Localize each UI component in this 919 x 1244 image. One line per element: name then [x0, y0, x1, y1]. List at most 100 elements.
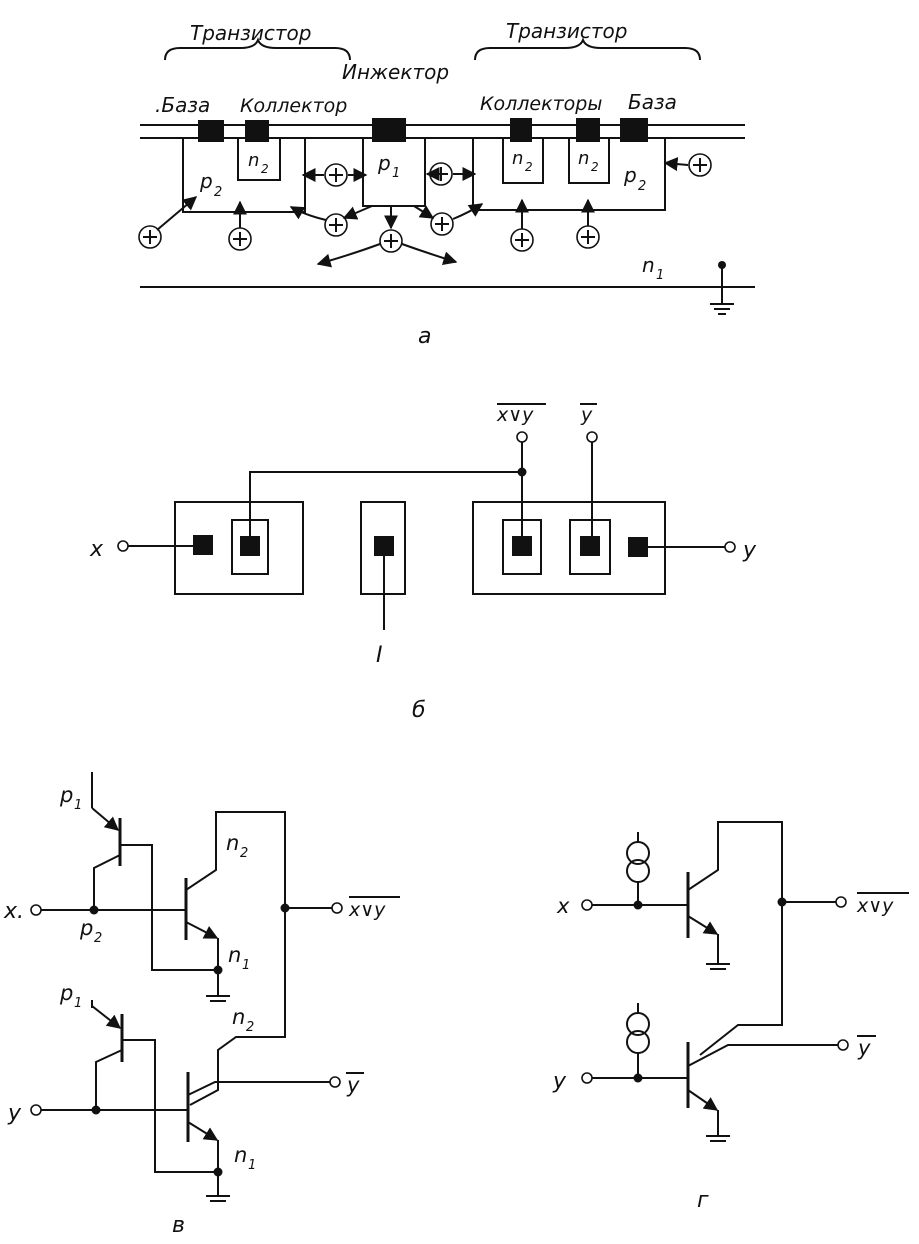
contact-left-collector [240, 536, 260, 556]
contact-right-collector-2 [580, 536, 600, 556]
svg-text:n: n [512, 148, 523, 169]
hole-symbol [577, 226, 599, 248]
terminal-y-bar [587, 432, 597, 442]
svg-text:2: 2 [591, 160, 599, 174]
junction-g-x [634, 901, 643, 910]
svg-text:n: n [578, 148, 589, 169]
panel-b-topology: x y I x∨y y б [89, 404, 757, 723]
contact-base-right [620, 118, 648, 142]
label-v-x: x. [3, 899, 24, 924]
emitter-pnp-upper [92, 808, 118, 830]
svg-text:n: n [234, 1143, 247, 1167]
terminal-v-x [31, 905, 41, 915]
emitter-g-lower [688, 1090, 717, 1110]
junction-nor [518, 468, 527, 477]
label-g-x: x [556, 894, 570, 918]
terminal-v-ybar [330, 1077, 340, 1087]
svg-text:p: p [59, 783, 73, 807]
contact-base-left [198, 120, 224, 142]
label-b-y: y [742, 538, 757, 563]
wire-g-ybar [688, 1045, 838, 1066]
wire-v-ybar [188, 1082, 330, 1095]
label-collector-left: Коллектор [240, 95, 347, 117]
svg-text:n: n [248, 150, 259, 171]
terminal-g-y [582, 1073, 592, 1083]
svg-text:1: 1 [242, 958, 250, 973]
svg-text:p: p [79, 916, 93, 940]
caption-b: б [412, 698, 426, 723]
label-base-right: База [628, 90, 677, 114]
svg-text:2: 2 [261, 162, 269, 176]
svg-text:p: p [623, 163, 637, 187]
hole-symbol [511, 229, 533, 251]
caption-v: в [172, 1213, 185, 1238]
terminal-v-nor [332, 903, 342, 913]
label-v-nor: x∨y [348, 899, 386, 921]
label-v-n2-lower: n2 [232, 1005, 254, 1035]
label-n2-right-2: n 2 [578, 148, 599, 174]
svg-text:p: p [199, 169, 213, 193]
junction-v-ground-upper [214, 966, 223, 975]
label-g-y: y [552, 1069, 567, 1094]
hole-symbol [430, 163, 452, 185]
wire-wired-or [250, 472, 522, 536]
label-g-ybar: y [857, 1036, 871, 1060]
label-b-ybar: y [580, 404, 593, 426]
emitter-npn-upper [186, 922, 217, 938]
caption-a: а [418, 324, 431, 349]
wire-pnp-lower-base [122, 1040, 218, 1172]
wire-pnp-upper-base [120, 845, 218, 970]
junction-v-x [90, 906, 99, 915]
label-n1: n 1 [642, 253, 664, 283]
svg-text:1: 1 [248, 1158, 256, 1173]
label-transistor-right: Транзистор [506, 19, 627, 43]
svg-text:2: 2 [246, 1020, 254, 1035]
label-v-p2: p2 [79, 916, 102, 946]
panel-a-cross-section: Транзистор Транзистор Инжектор .База Кол… [139, 19, 755, 349]
svg-text:2: 2 [94, 931, 102, 946]
junction-g-y [634, 1074, 643, 1083]
hole-symbol [431, 213, 453, 235]
svg-text:2: 2 [638, 179, 646, 194]
panel-g-circuit: x y x∨y y г [552, 822, 909, 1213]
label-b-nor: x∨y [496, 404, 534, 426]
contact-x-base [193, 535, 213, 555]
bracket-right [475, 40, 700, 60]
emitter-npn-lower [188, 1122, 217, 1140]
svg-text:1: 1 [392, 166, 400, 181]
wire-pnp-lower-collector [96, 1050, 122, 1110]
label-p1: p 1 [377, 151, 400, 181]
label-v-y: y [7, 1101, 22, 1126]
contact-injector [372, 118, 406, 142]
terminal-nor [517, 432, 527, 442]
label-b-current: I [376, 643, 383, 668]
contact-right-collector-1 [512, 536, 532, 556]
label-b-x: x [89, 537, 104, 562]
svg-text:p: p [59, 981, 73, 1005]
svg-text:n: n [226, 831, 239, 855]
wire-g-wired-or [688, 822, 782, 1055]
terminal-x [118, 541, 128, 551]
junction-v-y [92, 1106, 101, 1115]
svg-text:2: 2 [525, 160, 533, 174]
label-g-nor: x∨y [856, 895, 894, 917]
svg-text:n: n [232, 1005, 245, 1029]
label-transistor-left: Транзистор [190, 21, 311, 45]
svg-text:n: n [642, 253, 655, 277]
emitter-g-upper [688, 916, 717, 934]
emitter-pnp-lower [92, 1006, 120, 1028]
terminal-v-y [31, 1105, 41, 1115]
svg-text:2: 2 [240, 846, 248, 861]
terminal-g-nor [836, 897, 846, 907]
label-n2-right-1: n 2 [512, 148, 533, 174]
svg-text:p: p [377, 151, 391, 175]
label-v-ybar: y [346, 1073, 360, 1097]
hole-symbol [229, 228, 251, 250]
hole-symbol [325, 164, 347, 186]
contact-injector [374, 536, 394, 556]
